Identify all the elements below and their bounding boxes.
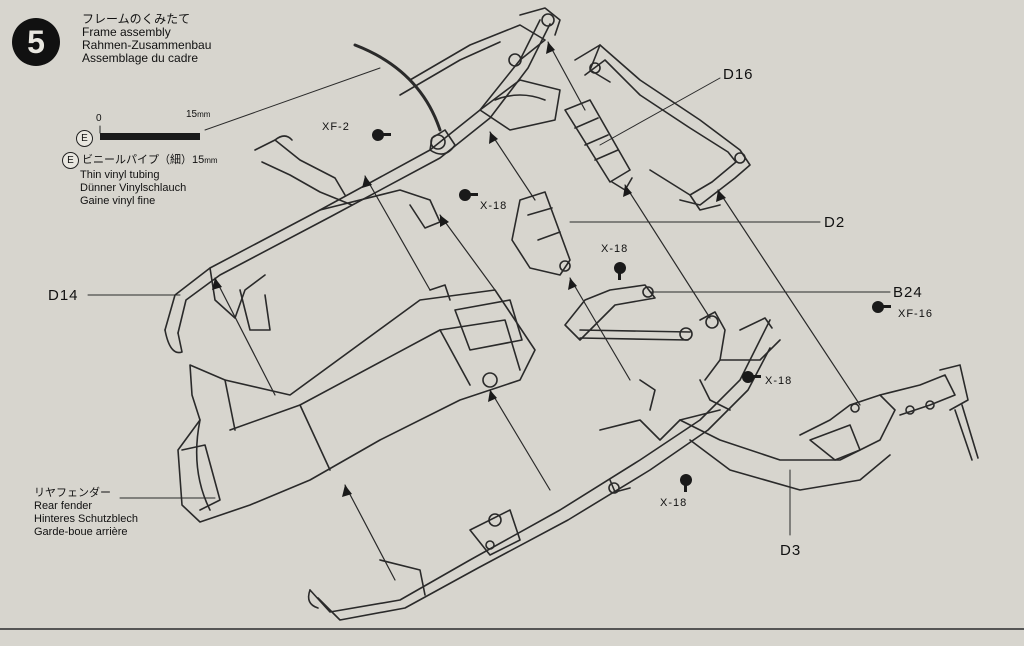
scale-start: 0 — [96, 113, 102, 124]
screw-label-x18-a: X-18 — [480, 200, 508, 212]
shock-absorber-d16 — [564, 99, 633, 191]
tubing-letter-circle: E — [76, 130, 93, 147]
rear-fender-en: Rear fender — [34, 500, 93, 512]
tubing-letter-circle-2: E — [62, 152, 79, 169]
screw-label-x18-d: X-18 — [660, 497, 688, 509]
step-title-de: Rahmen-Zusammenbau — [82, 38, 212, 52]
tubing-name-fr: Gaine vinyl fine — [80, 195, 156, 207]
screw-label-x18-b: X-18 — [601, 243, 629, 255]
step-title-fr: Assemblage du cadre — [82, 51, 199, 65]
bottom-rule — [0, 628, 1024, 630]
tubing-name-de: Dünner Vinylschlauch — [80, 182, 187, 194]
scale-unit: mm — [197, 110, 211, 119]
screws — [372, 129, 891, 492]
step-title-jp: フレームのくみたて — [82, 12, 191, 26]
rear-fender — [177, 284, 536, 523]
tubing-name-jp: ビニールパイプ（細）15 — [82, 154, 205, 166]
bracket-d2 — [511, 191, 571, 276]
rear-fender-jp: リヤフェンダー — [34, 487, 111, 499]
screw-label-xf2: XF-2 — [322, 121, 350, 133]
assembly-arrows — [214, 41, 861, 581]
scale-letter-marker: E — [76, 128, 96, 147]
rear-fender-label: リヤフェンダー Rear fender Hinteres Schutzblech… — [34, 486, 138, 539]
part-label-d2: D2 — [824, 214, 846, 231]
arrow-heads — [212, 42, 726, 497]
step-number-badge: 5 — [12, 18, 60, 66]
main-frame-d14 — [164, 7, 561, 354]
scale-end: 15 — [186, 109, 198, 120]
leader-lines — [87, 67, 891, 536]
rear-fender-de: Hinteres Schutzblech — [34, 513, 138, 525]
scale-end-group: 15mm — [186, 108, 210, 121]
tubing-unit: mm — [204, 156, 218, 165]
tubing-name-en: Thin vinyl tubing — [80, 169, 160, 181]
rear-subframe — [679, 364, 979, 491]
part-label-b24: B24 — [893, 284, 923, 301]
step-title-en: Frame assembly — [82, 25, 171, 39]
step-title-block: フレームのくみたて Frame assembly Rahmen-Zusammen… — [82, 12, 211, 65]
lower-frame-d3 — [307, 311, 781, 621]
screw-label-x18-c: X-18 — [765, 375, 793, 387]
scale-bar — [100, 133, 200, 140]
screw-label-xf16: XF-16 — [898, 308, 933, 320]
upper-right-bracket — [574, 44, 751, 211]
part-label-d16: D16 — [723, 66, 754, 83]
rear-fender-fr: Garde-boue arrière — [34, 526, 128, 538]
part-label-d3: D3 — [780, 542, 802, 559]
part-label-d14: D14 — [48, 287, 79, 304]
link-b24 — [564, 284, 693, 341]
